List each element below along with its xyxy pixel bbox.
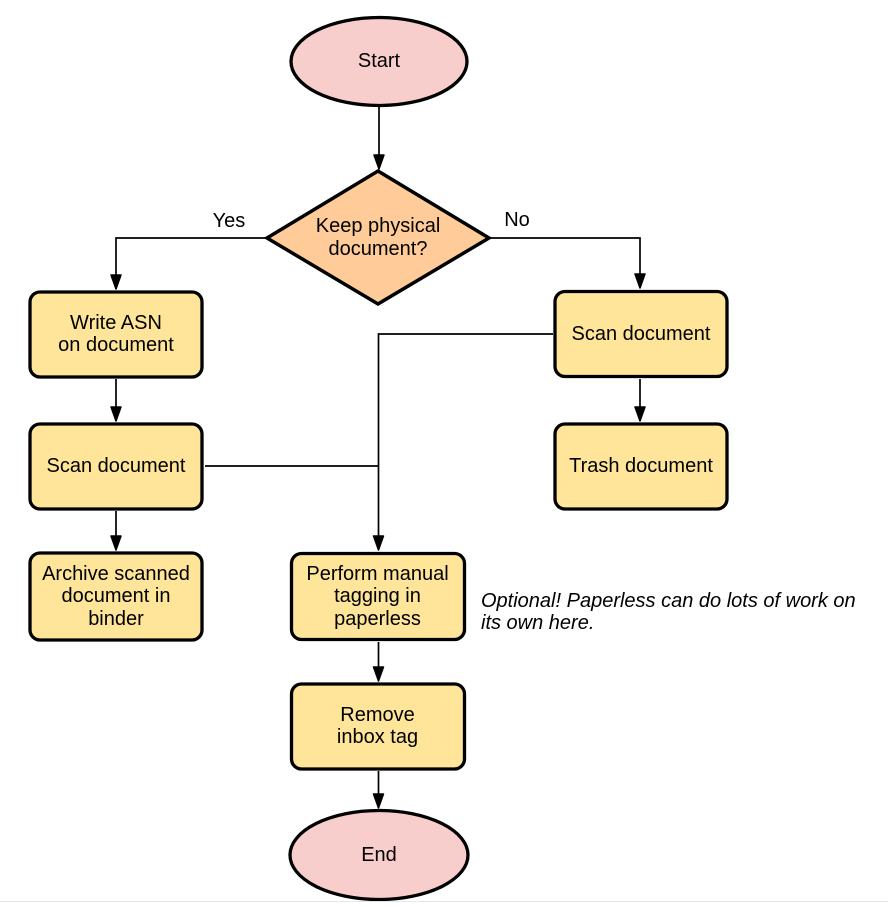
node-start-shape — [289, 15, 469, 108]
node-trash-shape — [553, 422, 729, 511]
node-archive-shape — [28, 551, 204, 642]
annotation-text: Optional! Paperless can do lots of work … — [481, 590, 856, 635]
edge-scan-right-to-tagging — [372, 333, 553, 551]
node-end-shape — [288, 808, 470, 902]
node-write-asn-shape — [28, 290, 204, 379]
node-remove-inbox-shape — [289, 682, 467, 771]
node-decision-shape — [263, 168, 493, 307]
edge-decision-yes-to-write-asn — [110, 237, 266, 290]
page-bottom-edge — [0, 901, 888, 902]
node-tagging-shape — [289, 551, 467, 642]
edge-decision-no-to-scan-right — [490, 237, 646, 289]
node-scan-right-shape — [553, 289, 729, 379]
node-scan-left-shape — [28, 422, 204, 511]
